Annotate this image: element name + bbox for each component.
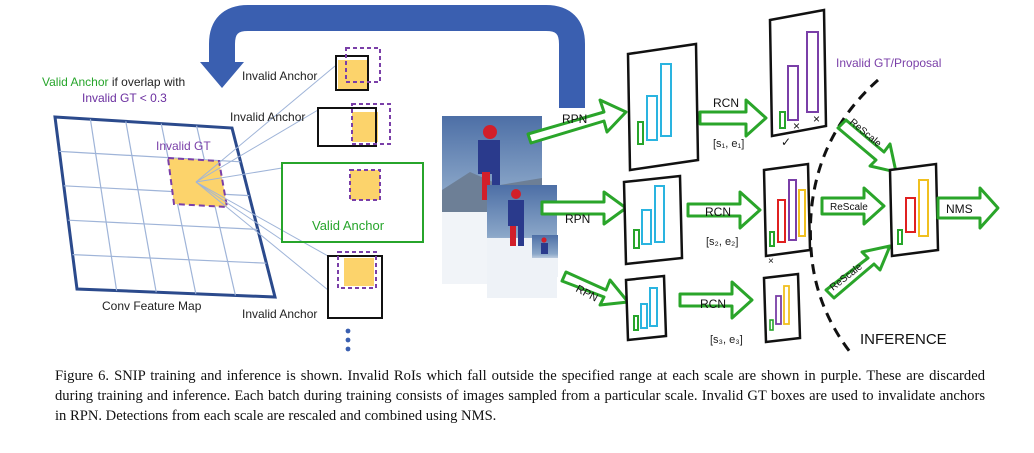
rpn-label-1: RPN (562, 112, 587, 126)
detection-frame-2 (762, 162, 812, 258)
detection-frame-3 (762, 272, 802, 344)
more-anchors-ellipsis (345, 328, 351, 352)
rcn-label-3: RCN (700, 297, 726, 311)
invalid-gt-label: Invalid GT (156, 139, 211, 153)
proposal-frame-1 (626, 42, 700, 172)
rescale-label-2: ReScale (830, 202, 868, 213)
rpn-arrow-2 (540, 190, 628, 226)
feature-map-grid-line (89, 119, 118, 291)
invalid-anchor-label-3: Invalid Anchor (242, 307, 317, 321)
figure-caption: Figure 6. SNIP training and inference is… (55, 368, 985, 424)
scale-range-2: [s₂, e₂] (706, 236, 738, 248)
cross-mark-1: × (793, 119, 800, 133)
rcn-arrow-1 (698, 98, 768, 138)
invalid-anchor-label-1: Invalid Anchor (242, 69, 317, 83)
inference-label: INFERENCE (860, 331, 947, 348)
scale-range-1: [s₁, e₁] (713, 138, 744, 150)
image-pyramid (442, 116, 558, 298)
ski-photo-small (532, 235, 558, 277)
cross-mark-2: × (813, 112, 820, 126)
rpn-arrow-1 (526, 98, 628, 145)
rcn-arrow-2 (686, 190, 762, 230)
proposal-frame-3 (624, 274, 668, 342)
rescale-arrow-3 (824, 244, 892, 300)
invalid-gt-proposal-label: Invalid GT/Proposal (836, 56, 941, 70)
combined-detection-frame (888, 162, 940, 258)
rcn-label-2: RCN (705, 205, 731, 219)
nms-arrow (936, 186, 1000, 230)
detection-frame-1 (768, 8, 828, 138)
rcn-arrow-3 (678, 280, 754, 320)
rescale-arrow-2 (820, 186, 886, 226)
feature-map-grid-line (160, 123, 197, 294)
feature-map-grid-line (125, 121, 157, 293)
rcn-label-1: RCN (713, 96, 739, 110)
anchor-connector-lines (195, 65, 336, 291)
feature-map-grid-line (68, 219, 258, 230)
inference-separator (808, 78, 880, 353)
feature-map-grid-line (196, 125, 236, 296)
rescale-arrow-1 (836, 118, 898, 174)
scale-range-3: [s₃, e₃] (710, 334, 743, 346)
check-mark-1: ✓ (781, 135, 791, 149)
invalid-anchor-3 (327, 251, 383, 319)
valid-anchor-box (281, 162, 424, 243)
conv-feature-map-label: Conv Feature Map (102, 299, 202, 313)
nms-label: NMS (946, 202, 973, 216)
invalid-anchor-1 (335, 47, 381, 91)
rpn-label-2: RPN (565, 212, 590, 226)
feature-map-grid-line (72, 254, 267, 264)
invalid-anchor-label-2: Invalid Anchor (230, 110, 305, 124)
curved-feedback-arrow (200, 5, 585, 108)
rpn-arrow-3 (560, 270, 630, 307)
valid-anchor-label: Valid Anchor (312, 218, 385, 233)
proposal-frame-2 (622, 174, 684, 266)
invalid-anchor-2 (317, 103, 391, 147)
invalid-gt-threshold-note: Invalid GT < 0.3 (82, 91, 167, 105)
cross-mark-3: × (768, 256, 774, 267)
valid-anchor-note: Valid Anchor if overlap with (42, 75, 185, 89)
